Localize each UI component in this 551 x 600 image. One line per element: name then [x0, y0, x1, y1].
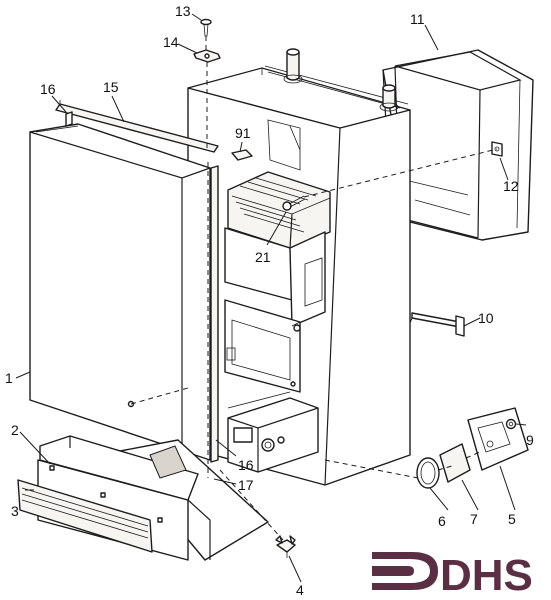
flue-spigot-right	[379, 84, 399, 112]
part-11-flue-hood	[382, 49, 534, 241]
callout-16-top: 16	[40, 81, 56, 97]
dhs-logo-mark	[372, 552, 438, 590]
part-10-bracket	[411, 312, 465, 337]
callout-17: 17	[238, 477, 254, 493]
callout-91: 91	[235, 125, 251, 141]
callout-7: 7	[470, 511, 478, 527]
part-9-washer	[505, 418, 517, 430]
callout-6: 6	[438, 513, 446, 529]
part-7-gasket	[439, 443, 471, 483]
part-6-seal-ring	[416, 457, 440, 489]
assembly-lines	[130, 36, 498, 541]
part-5-control-plate	[467, 407, 529, 471]
callout-13: 13	[175, 3, 191, 19]
callout-10: 10	[478, 310, 494, 326]
part-3-trim-bar	[17, 465, 163, 553]
part-16-side-trim	[65, 111, 219, 463]
dhs-logo-text: DHS	[440, 551, 533, 600]
part-14-bracket	[193, 49, 221, 63]
callout-labels: 13 14 11 15 16 91 12 21 10 1 2 3 16 17 4…	[5, 3, 534, 598]
burner-assembly	[224, 299, 301, 393]
heat-exchanger	[227, 171, 331, 249]
leader-lines	[15, 13, 527, 583]
callout-9: 9	[526, 432, 534, 448]
callout-5: 5	[508, 511, 516, 527]
callout-1: 1	[5, 370, 13, 386]
callout-3: 3	[11, 503, 19, 519]
callout-12: 12	[503, 178, 519, 194]
callout-11: 11	[410, 11, 425, 27]
callout-2: 2	[11, 422, 19, 438]
part-4-wing-nut	[275, 535, 296, 558]
flue-spigot-left	[283, 48, 303, 84]
callout-16-bottom: 16	[238, 457, 254, 473]
callout-14: 14	[163, 34, 179, 50]
dhs-logo: DHS	[372, 551, 533, 600]
callout-15: 15	[103, 79, 119, 95]
callout-21: 21	[255, 249, 271, 265]
control-box	[227, 397, 319, 473]
combustion-chamber	[224, 227, 326, 327]
callout-4: 4	[296, 582, 304, 598]
boiler-casing	[187, 48, 411, 486]
part-1-front-panel	[29, 123, 211, 461]
part-91-clip	[231, 149, 253, 161]
part-21-screw	[282, 195, 306, 211]
part-13-screw	[200, 18, 212, 37]
